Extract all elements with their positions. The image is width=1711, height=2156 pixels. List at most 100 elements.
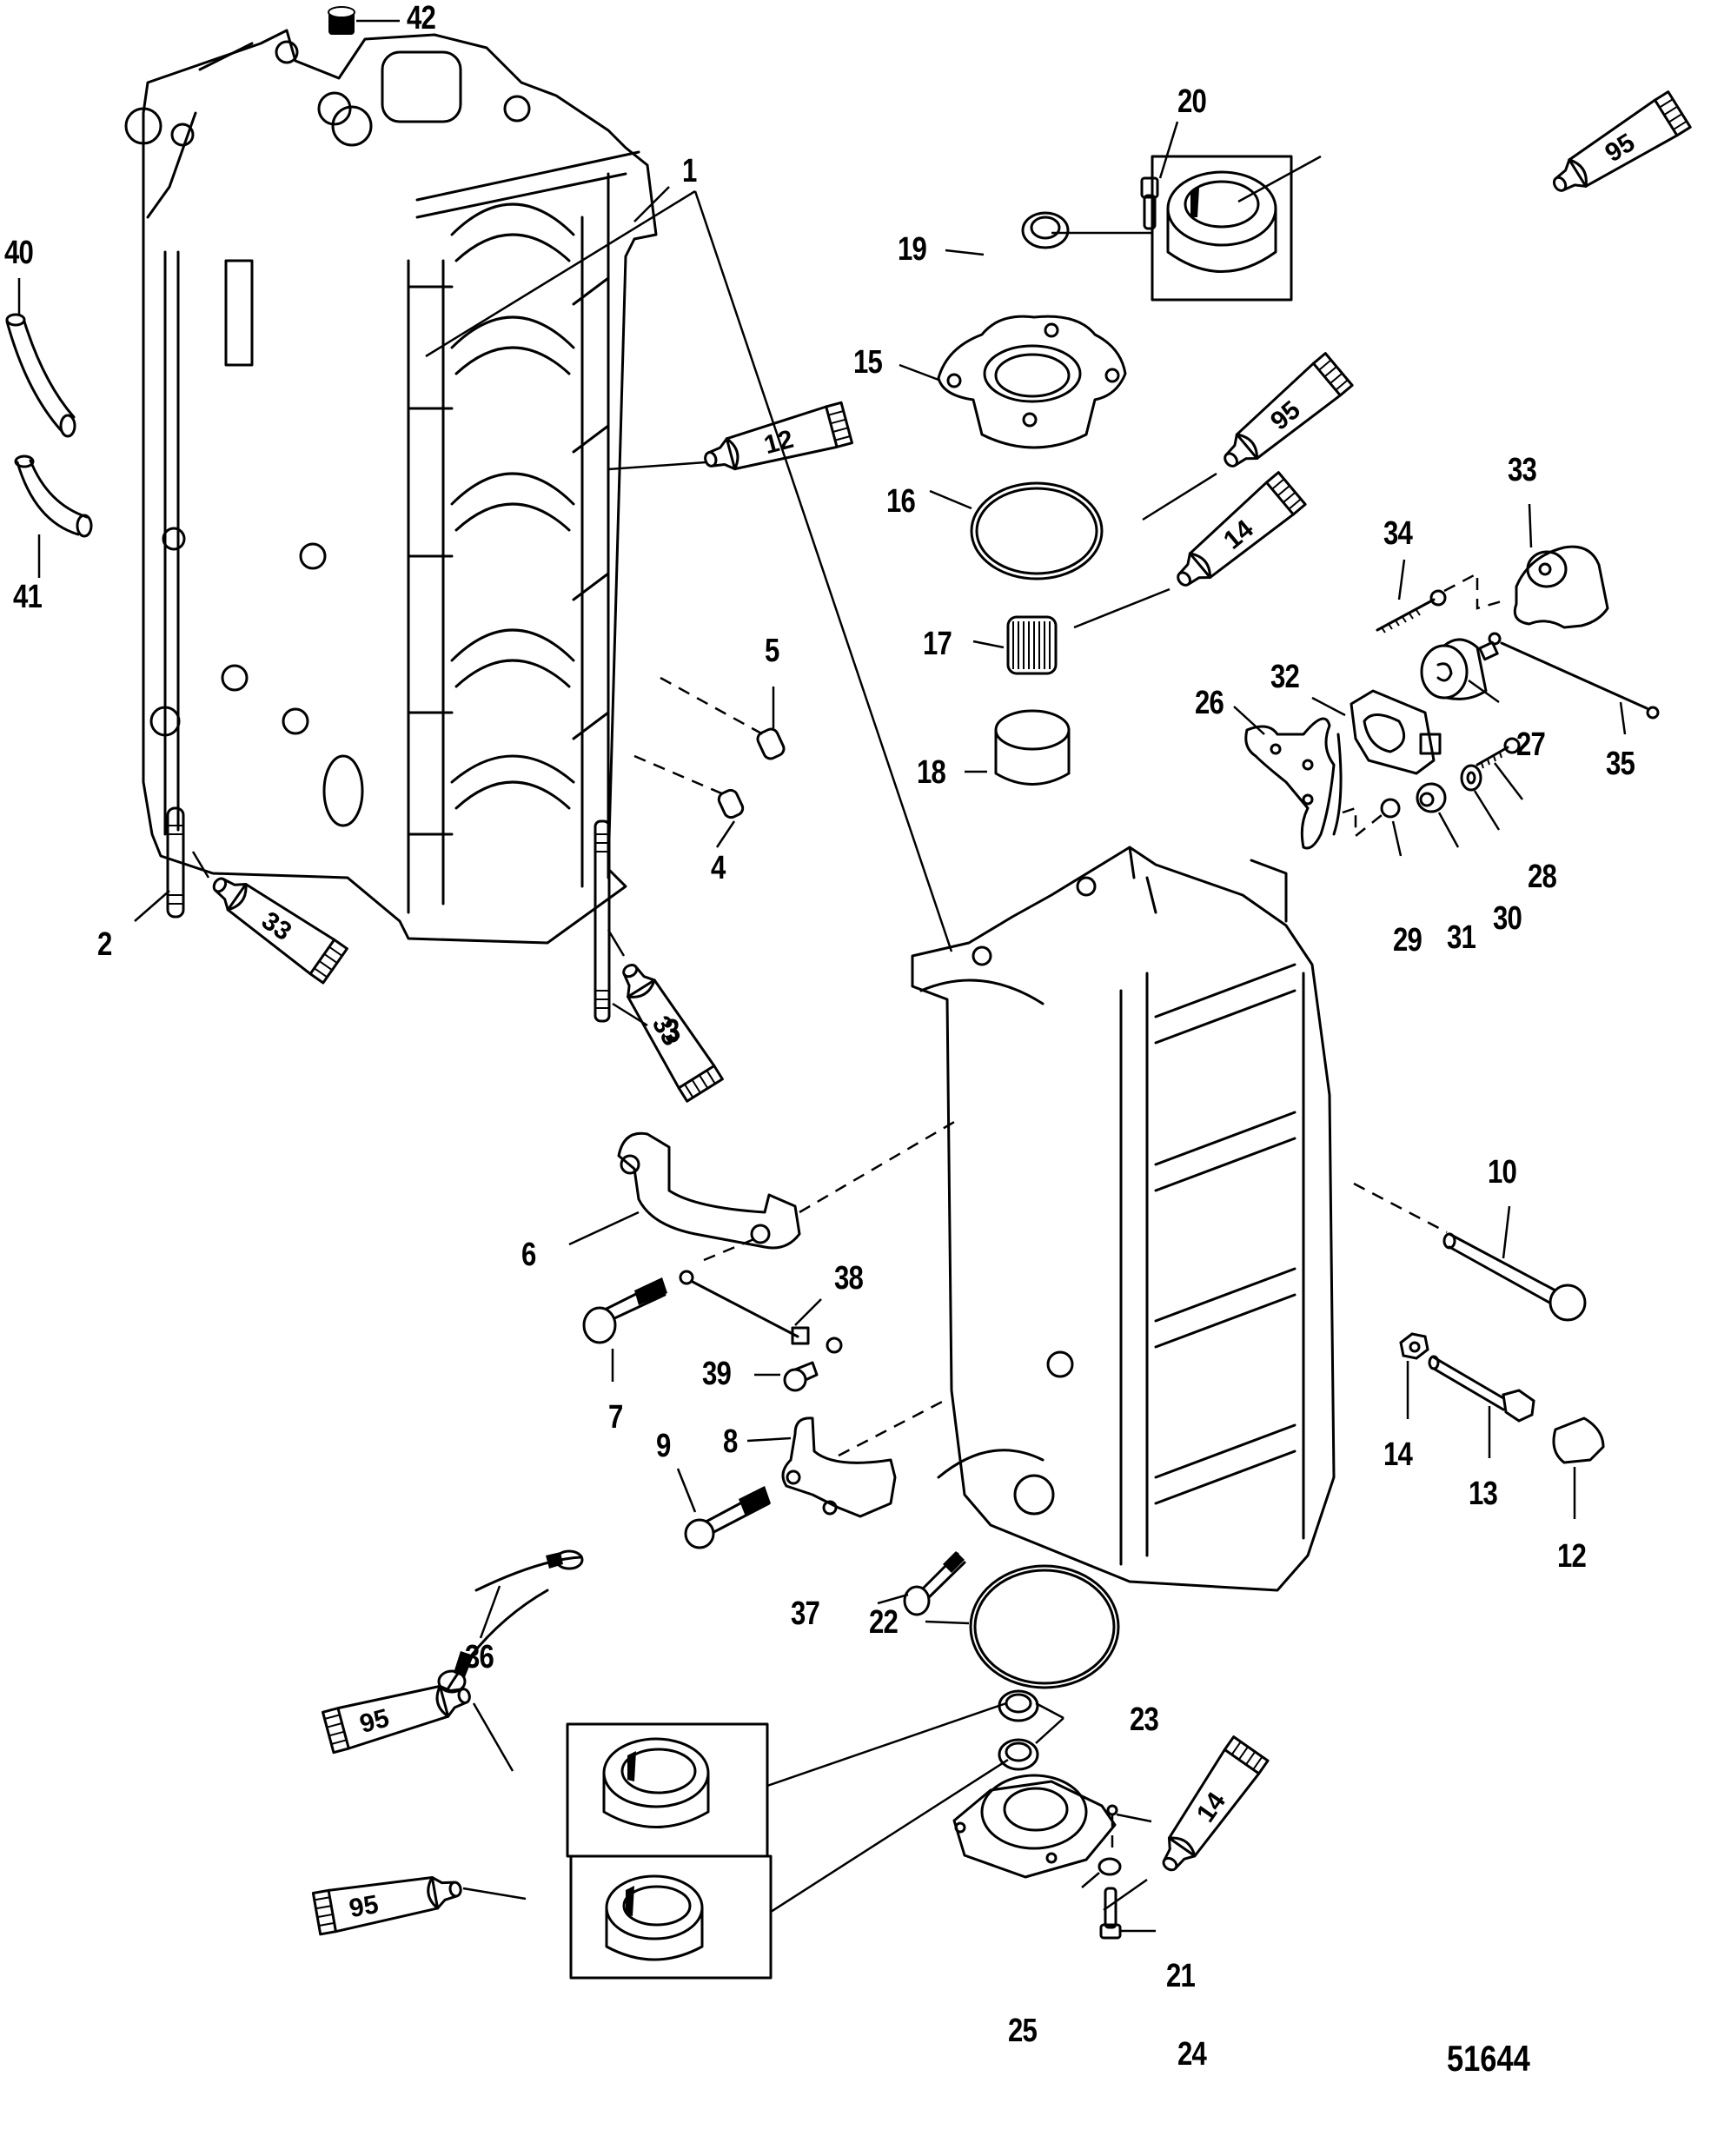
o-ring-16 xyxy=(929,481,1104,580)
callout-24: 24 xyxy=(1177,2036,1207,2073)
ground-strap-36 xyxy=(437,1549,584,1694)
callout-35: 35 xyxy=(1606,746,1635,782)
callout-27: 27 xyxy=(1516,726,1546,763)
ground-strap-35 xyxy=(1488,632,1660,735)
callout-39: 39 xyxy=(702,1356,732,1392)
seal-detail-box-23-top xyxy=(566,1702,1007,1858)
drawing-number: 51644 xyxy=(1447,2038,1530,2079)
washer-30 xyxy=(1460,764,1501,831)
callout-25: 25 xyxy=(1008,2013,1038,2049)
callout-20: 20 xyxy=(1177,83,1207,120)
o-ring-22 xyxy=(925,1564,1120,1689)
screw-34 xyxy=(1376,559,1509,634)
callout-33: 33 xyxy=(1508,452,1537,488)
callout-6: 6 xyxy=(521,1237,536,1273)
callout-22: 22 xyxy=(869,1604,899,1641)
callout-41: 41 xyxy=(13,579,43,615)
sealant-tube-95-bottom-b: 95 xyxy=(311,1866,466,1936)
callout-2: 2 xyxy=(97,926,112,963)
crankcase-ribs xyxy=(1154,963,1297,1505)
callout-23: 23 xyxy=(1130,1702,1159,1738)
dowel-5 xyxy=(660,676,786,760)
callout-16: 16 xyxy=(886,483,916,520)
screw-13 xyxy=(1428,1355,1535,1458)
bushing-31 xyxy=(1416,782,1460,848)
callout-8: 8 xyxy=(723,1423,738,1460)
callout-30: 30 xyxy=(1493,900,1522,937)
cap-12 xyxy=(1552,1416,1605,1519)
callout-9: 9 xyxy=(656,1428,671,1464)
bracket-33 xyxy=(1513,503,1609,629)
dowel-4 xyxy=(633,754,745,848)
seal-23-lower xyxy=(998,1717,1064,1771)
callout-36: 36 xyxy=(465,1639,494,1675)
screw-28 xyxy=(1476,737,1523,800)
callout-31: 31 xyxy=(1447,919,1476,956)
gasket-26 xyxy=(1233,706,1343,850)
sealant-tube-95-top: 95 xyxy=(1542,90,1692,206)
seal-19 xyxy=(945,211,1151,256)
bolt-9 xyxy=(676,1468,771,1549)
callout-4: 4 xyxy=(711,850,726,886)
stud-3 xyxy=(594,819,648,1027)
sleeve-18 xyxy=(965,709,1071,786)
callout-12: 12 xyxy=(1557,1538,1587,1575)
nut-14 xyxy=(1399,1332,1429,1419)
svg-text:95: 95 xyxy=(357,1704,393,1740)
bolt-39 xyxy=(754,1361,819,1392)
callout-13: 13 xyxy=(1469,1476,1498,1512)
cylinder-block xyxy=(124,29,658,945)
screw-24 xyxy=(1099,1887,1156,1940)
end-cap-15 xyxy=(899,315,1127,449)
bolt-7 xyxy=(582,1277,667,1382)
bracket-6 xyxy=(568,1119,957,1262)
callout-40: 40 xyxy=(4,235,34,271)
callout-17: 17 xyxy=(923,626,952,662)
crankcase-cover xyxy=(911,846,1336,1592)
end-cap-21 xyxy=(952,1774,1152,1879)
callout-18: 18 xyxy=(917,754,946,791)
callout-32: 32 xyxy=(1270,659,1300,695)
plug-42 xyxy=(328,6,400,35)
hose-41 xyxy=(14,454,93,578)
dowel-2 xyxy=(134,806,185,922)
sealant-tube-12: 12 xyxy=(699,401,853,482)
sealant-tube-14-bottom: 14 xyxy=(1148,1735,1270,1882)
callout-15: 15 xyxy=(853,344,883,381)
callout-21: 21 xyxy=(1166,1958,1196,1994)
callout-14: 14 xyxy=(1383,1436,1413,1473)
callout-1: 1 xyxy=(682,153,697,189)
bolt-37 xyxy=(877,1551,966,1616)
screw-20 xyxy=(1140,121,1179,230)
crank-bores xyxy=(407,172,610,914)
callout-5: 5 xyxy=(765,633,779,669)
svg-text:95: 95 xyxy=(347,1890,381,1923)
svg-text:12: 12 xyxy=(761,425,797,461)
callout-42: 42 xyxy=(407,0,436,36)
callout-37: 37 xyxy=(791,1595,820,1632)
needle-bearing-17 xyxy=(972,615,1058,675)
seal-detail-box-19 xyxy=(1151,155,1322,302)
ground-strap-38 xyxy=(679,1270,843,1354)
washer-25 xyxy=(1081,1857,1122,1888)
sealant-tube-33-left: 33 xyxy=(202,863,348,985)
callout-7: 7 xyxy=(608,1399,623,1436)
callout-28: 28 xyxy=(1528,859,1557,895)
sealant-tube-95-mid: 95 xyxy=(1212,352,1354,481)
seal-23-upper xyxy=(998,1689,1064,1722)
sensor-27 xyxy=(1420,638,1500,704)
housing-32 xyxy=(1311,689,1442,775)
callout-38: 38 xyxy=(834,1260,864,1297)
callout-34: 34 xyxy=(1383,515,1413,552)
bolt-10 xyxy=(1353,1182,1587,1322)
hose-40 xyxy=(5,278,76,438)
callout-26: 26 xyxy=(1195,685,1224,721)
callout-19: 19 xyxy=(898,231,927,268)
callout-29: 29 xyxy=(1393,922,1423,959)
bracket-8 xyxy=(746,1397,948,1518)
grommet-29 xyxy=(1342,798,1403,857)
callout-10: 10 xyxy=(1488,1154,1517,1191)
callout-3: 3 xyxy=(665,1013,680,1050)
seal-detail-box-23-bottom xyxy=(569,1758,1009,1980)
